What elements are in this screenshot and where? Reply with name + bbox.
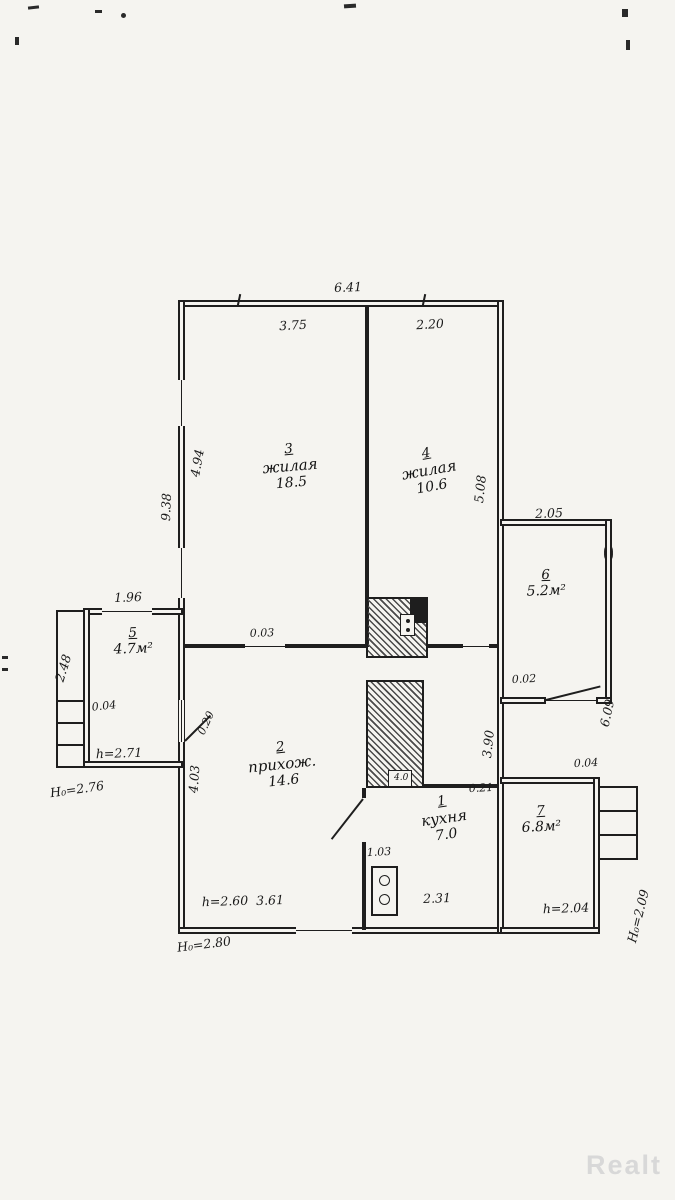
room-label-7: 7 6.8м² [520,802,561,836]
wall-room6-bottom-left [500,697,546,704]
wall-room6-bottom-right [596,697,612,704]
dim-room5-height: h=2.71 [95,744,143,762]
wall-hall-top-d [489,644,497,648]
porch-step-2 [56,722,85,724]
dim-kitchen-offset: 0.21 [468,780,494,796]
room-number: 5 [128,624,138,642]
dim-left-total: 9.38 [158,492,174,522]
scan-artifact [622,9,628,17]
stove-burner [379,875,390,886]
dim-room6-gap: 0.02 [511,671,537,687]
scan-artifact [2,656,8,659]
window-left-1 [178,380,185,426]
room-area: 6.8м² [521,817,562,837]
porch-top-line [56,610,85,612]
door-leaf-room6 [545,685,601,701]
wall-room7-top [500,777,600,784]
room-label-5: 5 4.7м² [113,624,154,658]
dim-room4-width: 2.20 [415,315,445,333]
scan-artifact [343,3,357,9]
dim-room7-H0: H₀=2.09 [624,887,652,945]
room-label-3: 3 жилая 18.5 [260,439,319,494]
window-room5-top [102,608,152,615]
porch-left-edge [56,610,58,768]
dim-hall-door: 0.03 [249,626,275,640]
scan-artifact [15,37,19,45]
dim-main-H0: H₀=2.80 [176,933,232,955]
door-threshold-room4 [463,646,489,647]
room-label-2: 2 прихож. 14.6 [245,736,318,793]
wall-room7-bottom [500,927,600,934]
scan-artifact [27,5,40,10]
scan-artifact [121,13,126,18]
door-threshold-hall [245,646,285,647]
furnace-mark-label: 4.0 [394,773,409,783]
steps-right-4 [600,858,636,860]
dim-top-total: 6.41 [333,279,363,295]
dim-room5-width: 1.96 [113,589,143,605]
room-label-4: 4 жилая 10.6 [398,441,461,500]
scan-artifact [2,668,8,671]
steps-right-edge [636,786,638,860]
vent-dot [406,628,410,632]
dim-room7-height: h=2.04 [542,899,590,917]
dim-room6-width: 2.05 [534,505,564,521]
steps-right-2 [600,810,636,812]
furnace-door-box: 4.0 [388,770,412,787]
stove-burner [379,894,390,905]
door-threshold-room5 [181,700,182,742]
gas-stove [371,866,398,916]
dim-kitchen-depth: 3.90 [479,729,497,759]
furnace-vent-box [400,614,415,636]
room-area: 5.2м² [526,582,567,600]
wall-rooms34-divider [365,305,369,647]
dim-wall-offset: 0.20 [194,709,218,737]
porch-step-1 [56,700,85,702]
wall-main-top [178,300,504,307]
dim-room3-depth: 4.94 [187,447,207,479]
dim-hall-depth: 4.03 [185,764,203,794]
dim-room7-offset: 0.04 [573,755,599,771]
dim-room3-width: 3.75 [278,316,308,334]
room-label-6: 6 5.2м² [526,566,567,600]
vent-dot [406,619,410,623]
wall-hall-top-c [427,644,463,648]
porch-step-4 [56,766,85,768]
window-bottom [296,927,352,934]
dim-hall-height: h=2.60 [201,892,249,910]
wall-kitchen-divider-upper [362,788,366,798]
dim-hall-width: 3.61 [255,892,285,908]
wall-room6-right [605,519,612,704]
door-threshold-room6 [546,700,596,701]
wall-room7-right [593,777,600,934]
dim-kitchen-width: 2.31 [422,890,452,906]
window-left-2 [178,548,185,598]
room-area: 4.7м² [113,640,154,658]
dim-room5-H0: H₀=2.76 [49,777,105,801]
wall-hall-top-a [185,644,245,648]
steps-right-3 [600,834,636,836]
room-number: 6 [541,566,551,584]
dim-kitchen-door: 1.03 [366,844,392,860]
wall-kitchen-divider-lower [362,842,366,930]
wall-kitchen-top [424,784,499,788]
wall-hall-top-b [285,644,367,648]
room-label-1: 1 кухня 7.0 [418,790,470,846]
steps-right-1 [600,786,636,788]
scan-artifact [626,40,630,50]
scan-artifact [95,10,102,13]
realt-watermark: Realt [586,1150,663,1180]
door-leaf-kitchen [330,798,364,840]
porch-step-3 [56,744,85,746]
wall-main-right [497,300,504,934]
dim-room5-offset: 0.04 [91,698,117,714]
wall-room5-bottom [83,761,183,768]
furnace-lower [366,680,424,788]
dim-room4-depth: 5.08 [471,474,489,504]
